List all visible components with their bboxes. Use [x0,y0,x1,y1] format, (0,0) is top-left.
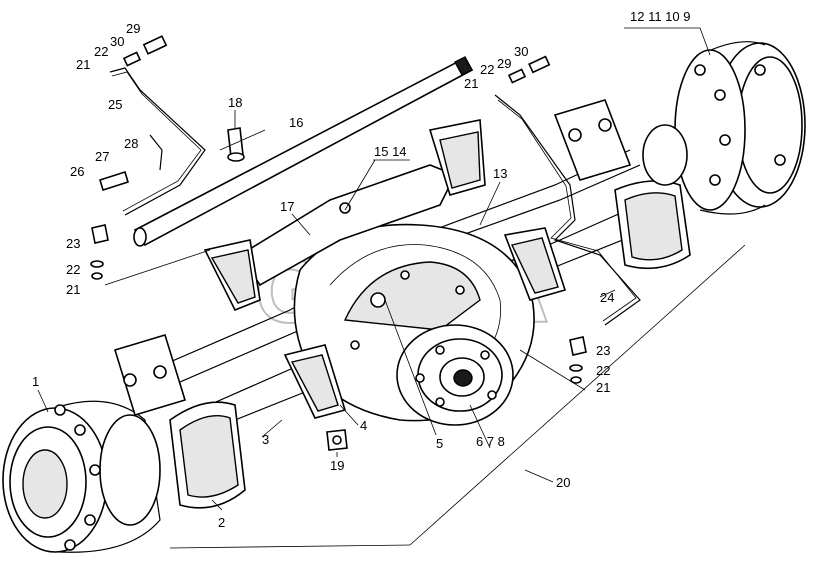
lower-bracket [283,344,347,419]
callout-21-right-top: 21 [464,76,478,91]
torque-arm [203,119,486,312]
fitting-right-top [507,55,551,84]
callout-23-left: 23 [66,236,80,251]
callout-30-right: 30 [514,44,528,59]
right-brake-chamber [553,99,632,181]
left-brake-drum [169,401,246,509]
left-wheel-hub [2,400,161,553]
callout-20: 20 [556,475,570,490]
callout-4: 4 [360,418,367,433]
callout-5: 5 [436,436,443,451]
brake-pipe-left [109,67,206,216]
left-brake-chamber [113,334,187,416]
fitting-bracket-28 [99,170,129,192]
fitting-right-mid [569,336,587,384]
callout-22-left: 22 [66,262,80,277]
callout-labels: 1 2 3 4 5 6 7 8 12 11 10 9 13 15 14 16 1… [32,9,690,530]
callout-22-left-top: 22 [94,44,108,59]
leader-lines [37,27,746,549]
callout-21-right: 21 [596,380,610,395]
callout-30-left: 30 [110,34,124,49]
fitting-left-mid [90,224,109,280]
brake-pipe-right [494,94,641,326]
callout-17: 17 [280,199,294,214]
callout-24: 24 [600,290,614,305]
right-bracket [503,227,567,301]
callout-22-right-top: 22 [480,62,494,77]
callout-27: 27 [95,149,109,164]
callout-26: 26 [70,164,84,179]
right-wheel-hub [674,41,806,215]
pinion-flange [396,324,514,426]
callout-1: 1 [32,374,39,389]
bolt [227,127,245,162]
callout-12-11-10-9: 12 11 10 9 [630,9,690,24]
callout-21-left-top: 21 [76,57,90,72]
callout-28: 28 [124,136,138,151]
axle-shaft [133,56,474,247]
callout-13: 13 [493,166,507,181]
callout-25: 25 [108,97,122,112]
callout-2: 2 [218,515,225,530]
callout-23-right: 23 [596,343,610,358]
callout-29-left: 29 [126,21,140,36]
callout-19: 19 [330,458,344,473]
fitting-left-top [122,35,168,67]
callout-16: 16 [289,115,303,130]
callout-15-14: 15 14 [374,144,407,159]
callout-29-right: 29 [497,56,511,71]
nut [326,429,348,451]
callout-3: 3 [262,432,269,447]
callout-18: 18 [228,95,242,110]
callout-21-left: 21 [66,282,80,297]
right-brake-drum [614,124,691,270]
callout-6-7-8: 6 7 8 [476,434,505,449]
callout-22-right: 22 [596,363,610,378]
